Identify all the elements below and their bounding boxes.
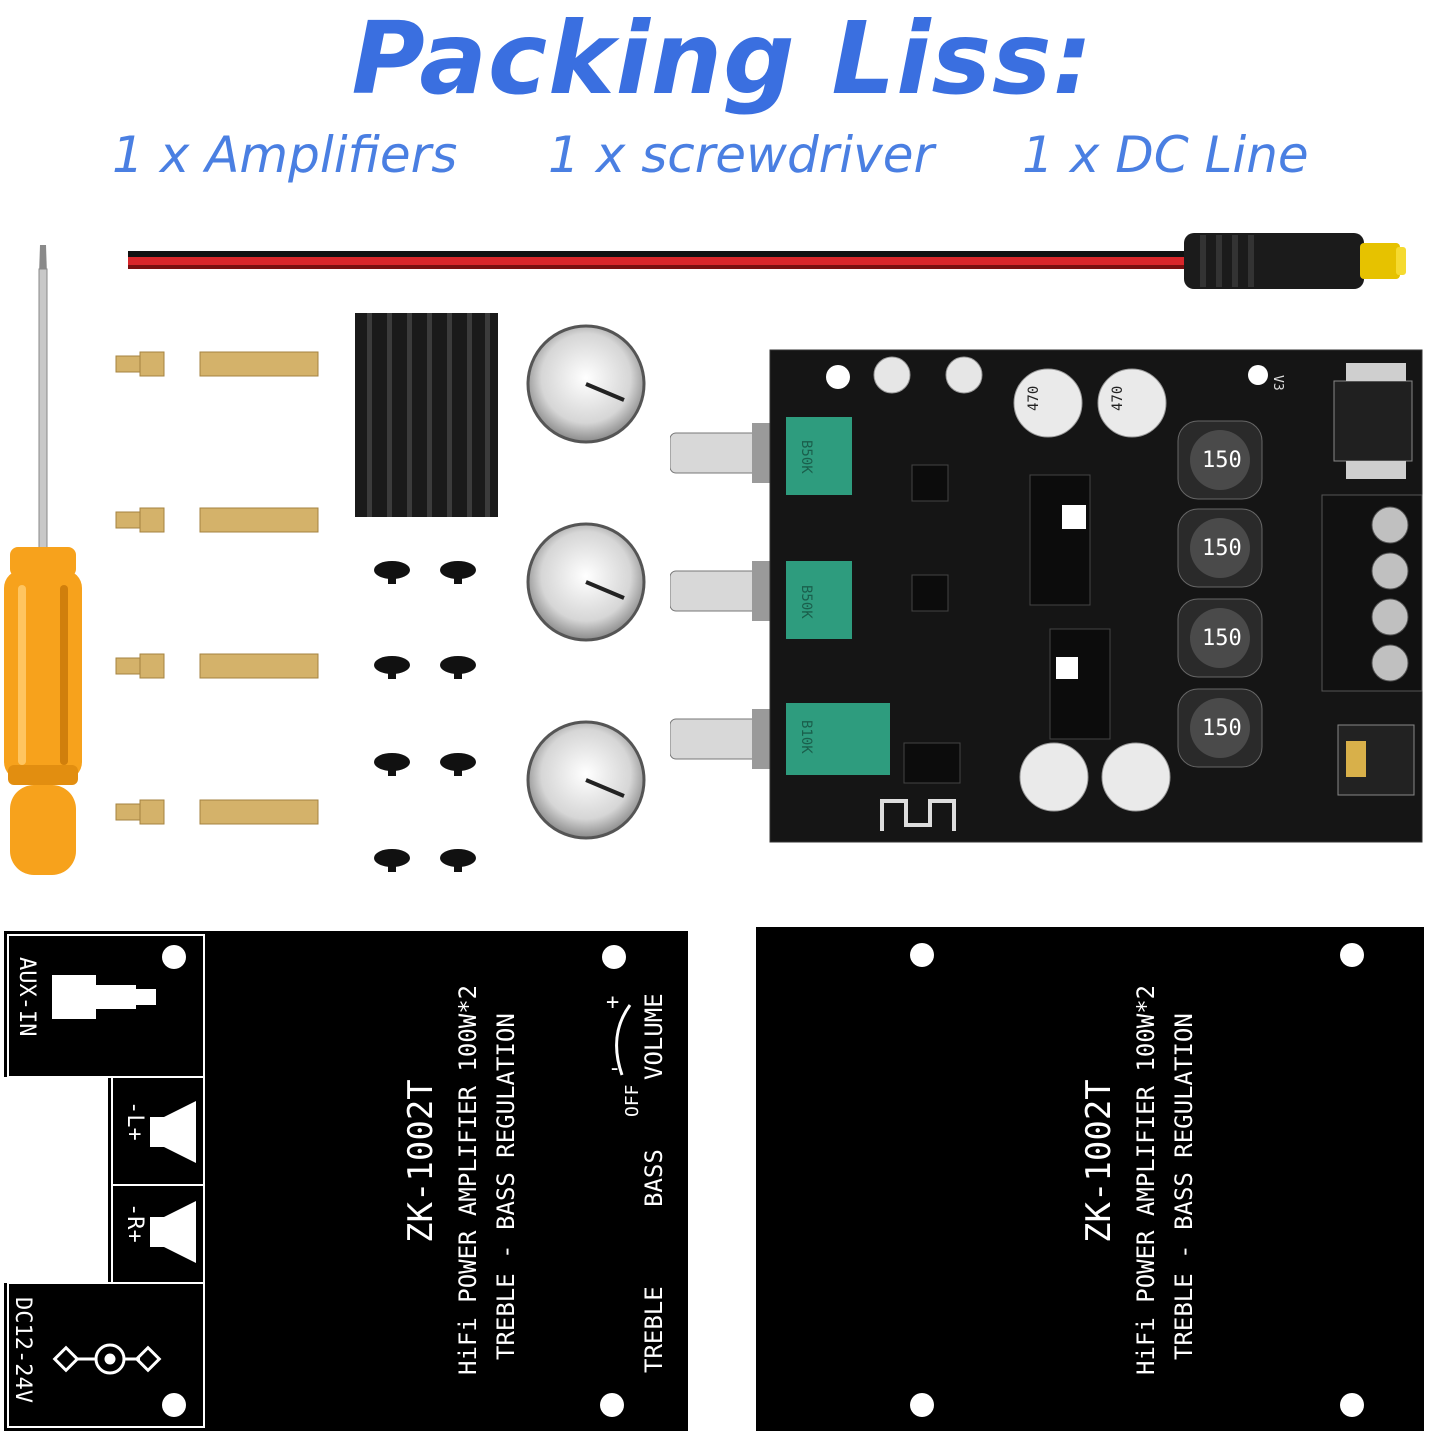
dc-cable bbox=[128, 233, 1406, 289]
heatsink bbox=[355, 313, 498, 517]
page-title: Packing Liss: bbox=[351, 0, 1094, 117]
volume-label: VOLUME bbox=[640, 993, 668, 1080]
amplifier-board: B50K B50K B10K 470 470 150 150 150 150 bbox=[670, 349, 1423, 843]
potentiometers bbox=[786, 417, 890, 775]
spec-line-2: TREBLE - BASS REGULATION bbox=[492, 1013, 520, 1360]
screwdriver bbox=[4, 245, 82, 875]
pot-label-3: B10K bbox=[798, 720, 814, 754]
bass-label: BASS bbox=[640, 1149, 668, 1207]
front-panel: AUX-IN -L+ -R+ DC12-24V ZK-1002T HiFi PO… bbox=[4, 931, 688, 1431]
cap-value: 470 bbox=[1110, 386, 1126, 411]
knobs bbox=[526, 324, 646, 840]
inductors bbox=[1177, 420, 1263, 768]
spec-line-1: HiFi POWER AMPLIFIER 100W*2 bbox=[1132, 985, 1160, 1375]
board-version: V3 bbox=[1270, 375, 1285, 391]
pot-label-2: B50K bbox=[798, 585, 814, 619]
potentiometer-shafts bbox=[670, 423, 780, 769]
speaker-terminal-block bbox=[1321, 494, 1423, 692]
treble-label: TREBLE bbox=[640, 1286, 668, 1373]
item-screwdriver: 1 x screwdriver bbox=[548, 126, 935, 184]
inductor-label: 150 bbox=[1202, 716, 1242, 741]
inductor-label: 150 bbox=[1202, 448, 1242, 473]
dc-polarity-icon bbox=[52, 1343, 162, 1375]
model-label: ZK-1002T bbox=[1079, 1079, 1119, 1243]
plus-label: + bbox=[606, 990, 619, 1015]
spec-line-1: HiFi POWER AMPLIFIER 100W*2 bbox=[454, 985, 482, 1375]
off-label: OFF bbox=[622, 1084, 643, 1117]
screws bbox=[374, 561, 476, 872]
pot-label-1: B50K bbox=[798, 440, 814, 474]
aux-in-label: AUX-IN bbox=[14, 957, 39, 1036]
right-channel-label: -R+ bbox=[122, 1203, 147, 1243]
cap-value: 470 bbox=[1026, 386, 1042, 411]
dc-input-label: DC12-24V bbox=[10, 1297, 35, 1403]
inductor-label: 150 bbox=[1202, 626, 1242, 651]
large-capacitors bbox=[1013, 368, 1171, 812]
dc-plug bbox=[1184, 233, 1406, 289]
item-amplifiers: 1 x Amplifiers bbox=[112, 126, 458, 184]
model-label: ZK-1002T bbox=[401, 1079, 441, 1243]
left-channel-label: -L+ bbox=[122, 1101, 147, 1141]
volume-arc-icon bbox=[615, 1004, 632, 1076]
item-dc-line: 1 x DC Line bbox=[1022, 126, 1309, 184]
back-panel: ZK-1002T HiFi POWER AMPLIFIER 100W*2 TRE… bbox=[756, 927, 1424, 1431]
aux-jack-icon bbox=[52, 975, 156, 1019]
speaker-right-icon bbox=[150, 1201, 196, 1263]
spec-line-2: TREBLE - BASS REGULATION bbox=[1170, 1013, 1198, 1360]
minus-label: - bbox=[608, 1056, 621, 1081]
inductor-label: 150 bbox=[1202, 536, 1242, 561]
speaker-left-icon bbox=[150, 1101, 196, 1163]
brass-standoffs bbox=[115, 351, 319, 825]
